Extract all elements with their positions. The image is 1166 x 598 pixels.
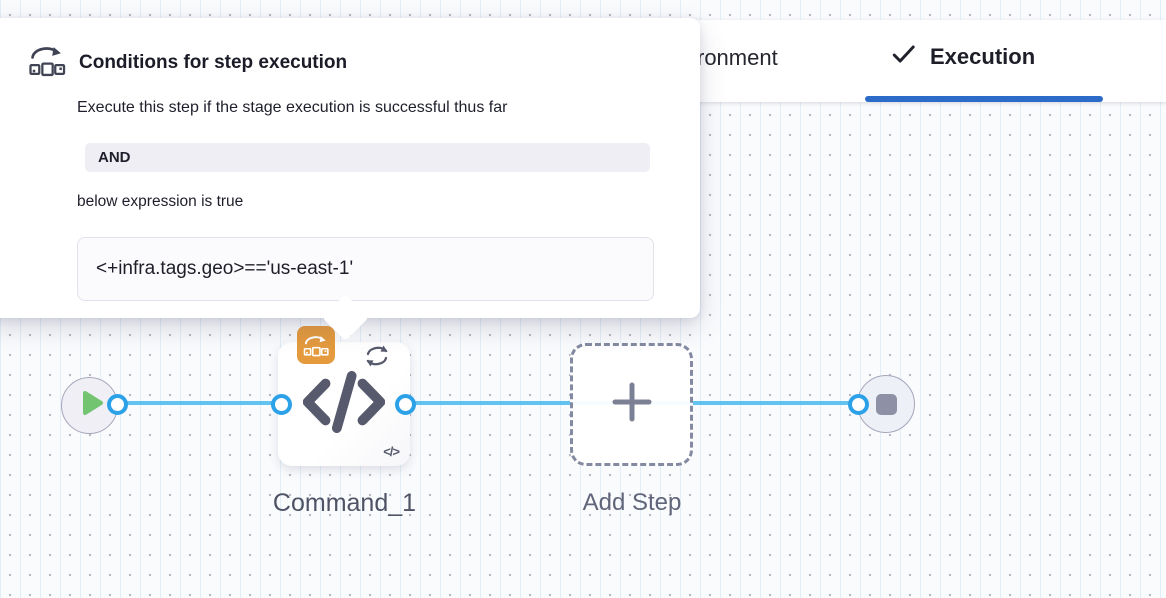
stop-icon	[875, 393, 897, 415]
code-icon	[302, 369, 386, 440]
operator-chip: AND	[85, 143, 650, 172]
port-step-out[interactable]	[394, 393, 416, 415]
play-icon	[82, 390, 104, 421]
port-start-out[interactable]	[106, 393, 128, 415]
popover-description: Execute this step if the stage execution…	[77, 99, 508, 116]
expression-caption: below expression is true	[77, 193, 244, 210]
popover-title: Conditions for step execution	[79, 52, 348, 73]
connector-line	[117, 401, 858, 405]
expression-value: <+infra.tags.geo>=='us-east-1'	[77, 237, 654, 301]
add-step-button[interactable]	[570, 343, 693, 466]
plus-icon	[612, 382, 652, 427]
conditional-execution-badge[interactable]	[297, 326, 335, 364]
tab-execution[interactable]: Execution	[891, 43, 1035, 70]
conditional-execution-icon	[28, 44, 66, 82]
step-node-label[interactable]: Command_1	[272, 489, 417, 517]
conditions-popover: Conditions for step execution Execute th…	[0, 18, 700, 318]
loop-icon	[363, 342, 391, 370]
port-step-in[interactable]	[270, 393, 292, 415]
active-tab-underline	[865, 96, 1103, 102]
tab-environment-partial[interactable]: ronment	[697, 45, 778, 70]
checkmark-icon	[891, 43, 917, 70]
port-end-in[interactable]	[847, 393, 869, 415]
step-type-mini-icon: </>	[383, 444, 400, 459]
tab-execution-label: Execution	[930, 43, 1036, 69]
add-step-label[interactable]: Add Step	[582, 489, 682, 516]
